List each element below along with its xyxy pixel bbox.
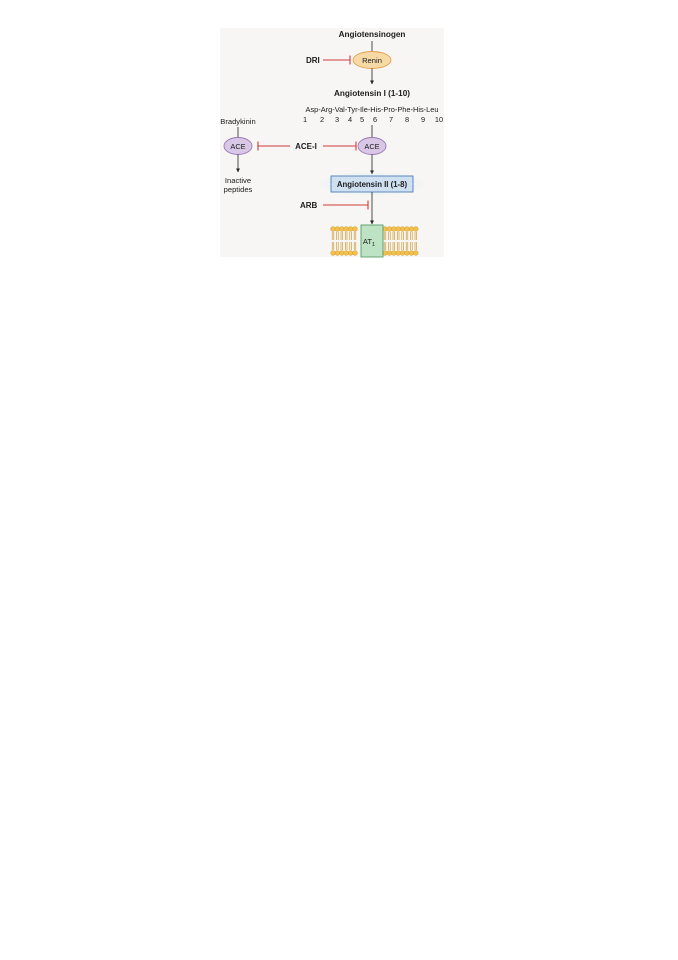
lipid-head xyxy=(386,250,393,256)
lipid-head xyxy=(391,226,397,232)
lipid-head xyxy=(404,226,410,232)
angiotensinogen-label: Angiotensinogen xyxy=(339,30,406,39)
lipid-head xyxy=(400,226,406,232)
cell-membrane xyxy=(330,226,419,256)
residue-position-8: 8 xyxy=(405,115,409,124)
angiotensin-ii-label: Angiotensin II (1-8) xyxy=(337,180,408,189)
residue-position-1: 1 xyxy=(303,115,307,124)
lipid-head xyxy=(395,250,401,256)
ace-right-label: ACE xyxy=(364,142,379,151)
residue-position-4: 4 xyxy=(348,115,352,124)
lipid-head xyxy=(408,226,415,232)
residue-position-7: 7 xyxy=(389,115,393,124)
lipid-head xyxy=(334,250,341,256)
inactive-peptides-line1: Inactive xyxy=(225,176,251,185)
lipid-head xyxy=(404,250,410,256)
peptide-sequence: Asp-Arg-Val-Tyr-Ile-His-Pro-Phe-His-Leu xyxy=(306,105,439,114)
lipid-head xyxy=(348,250,354,256)
lipid-head xyxy=(413,226,419,232)
lipid-head xyxy=(352,226,358,232)
bradykinin-label: Bradykinin xyxy=(220,117,255,126)
arb-label: ARB xyxy=(300,201,318,210)
lipid-head xyxy=(330,226,336,232)
residue-position-2: 2 xyxy=(320,115,324,124)
lipid-head xyxy=(391,250,397,256)
lipid-head xyxy=(339,250,345,256)
at1-receptor xyxy=(360,224,384,258)
lipid-head xyxy=(408,250,415,256)
lipid-head xyxy=(339,226,345,232)
at1-receptor-label-sub: 1 xyxy=(372,242,375,248)
at1-receptor-label: AT1 xyxy=(363,237,375,248)
residue-position-6: 6 xyxy=(373,115,377,124)
lipid-head xyxy=(334,226,341,232)
lipid-head xyxy=(413,250,419,256)
residue-position-9: 9 xyxy=(421,115,425,124)
lipid-head xyxy=(400,250,406,256)
dri-label: DRI xyxy=(306,56,320,65)
lipid-head xyxy=(352,250,358,256)
lipid-head xyxy=(343,226,349,232)
renin-label: Renin xyxy=(362,56,382,65)
residue-position-10: 10 xyxy=(435,115,443,124)
lipid-head xyxy=(386,226,393,232)
lipid-head xyxy=(330,250,336,256)
diagram-panel xyxy=(220,28,444,257)
angiotensin-i-label: Angiotensin I (1-10) xyxy=(334,89,410,98)
residue-position-numbers: 1 2 3 4 5 6 7 8 9 10 xyxy=(303,115,443,124)
lipid-head xyxy=(395,226,401,232)
inactive-peptides-line2: peptides xyxy=(224,185,253,194)
ace-i-label: ACE-I xyxy=(295,142,317,151)
at1-receptor-label-main: AT xyxy=(363,237,373,246)
ace-left-label: ACE xyxy=(230,142,245,151)
residue-position-5: 5 xyxy=(360,115,364,124)
residue-position-3: 3 xyxy=(335,115,339,124)
lipid-head xyxy=(348,226,354,232)
lipid-head xyxy=(343,250,349,256)
